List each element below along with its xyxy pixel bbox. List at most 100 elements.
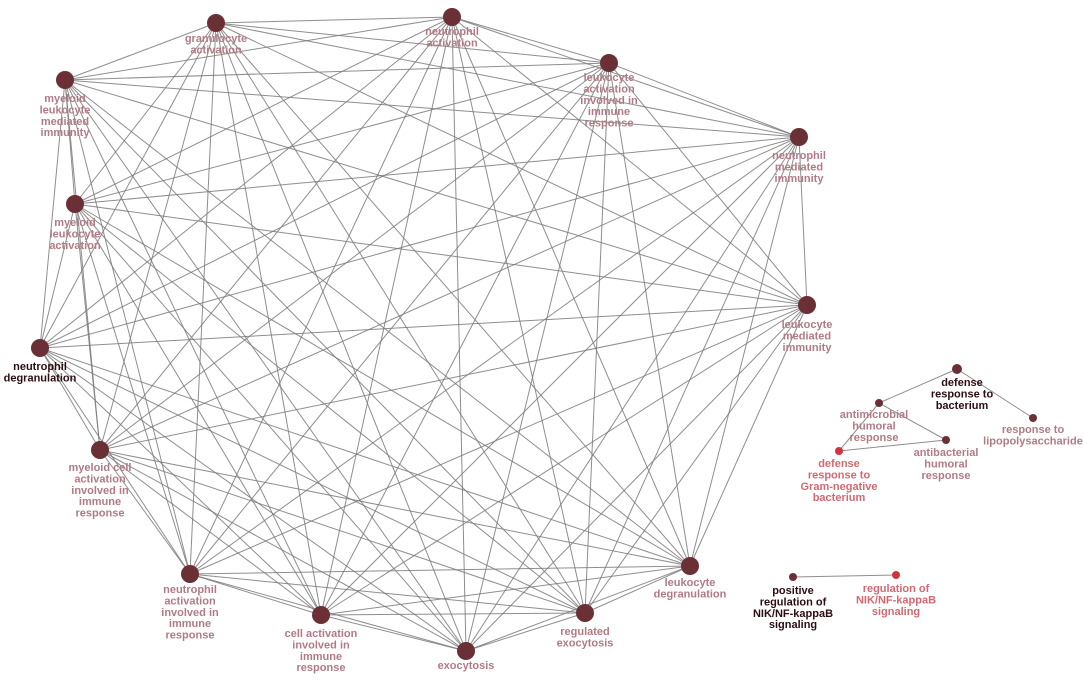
edge-granulocyte--myeloid-leukocyte-activation: [74, 22, 217, 205]
label-line: degranulation: [4, 372, 77, 384]
edge-leukocyte-degranulation--neutrophil-activation-immune: [189, 565, 691, 575]
edge-leukocyte-activation-immune--myeloid-leukocyte-immunity: [64, 62, 610, 81]
node-leukocyte-mediated-immunity: [798, 296, 816, 314]
edge-regulated-exocytosis--cell-activation-immune: [320, 612, 586, 616]
label-line: leukocyte: [50, 228, 101, 240]
edge-exocytosis--myeloid-leukocyte-activation: [74, 203, 467, 652]
label-line: involved in: [580, 95, 638, 107]
edge-granulocyte--cell-activation-immune: [215, 22, 322, 616]
node-regulation-nik: [892, 571, 900, 579]
label-line: involved in: [292, 639, 350, 651]
edge-granulocyte--leukocyte-degranulation: [215, 22, 691, 567]
edge-leukocyte-activation-immune--neutrophil-degranulation: [39, 62, 610, 349]
edge-neutrophil-mediated-immunity--myeloid-leukocyte-immunity: [64, 79, 800, 138]
edge-neutrophil-mediated-immunity--regulated-exocytosis: [584, 136, 800, 614]
label-line: neutrophil: [772, 150, 826, 162]
edge-leukocyte-mediated-immunity--myeloid-leukocyte-activation: [74, 203, 808, 306]
label-line: response: [585, 118, 634, 130]
edge-exocytosis--cell-activation-immune: [320, 614, 467, 652]
edge-layer: [39, 16, 1034, 652]
label-line: response to: [1002, 424, 1065, 436]
edge-leukocyte-mediated-immunity--myeloid-cell-activation-immune: [99, 304, 808, 451]
label-line: response: [850, 432, 899, 444]
edge-neutrophil-degranulation--myeloid-leukocyte-activation: [39, 203, 76, 349]
edge-leukocyte-activation-immune--leukocyte-degranulation: [608, 62, 691, 567]
edge-regulated-exocytosis--myeloid-cell-activation-immune: [99, 449, 586, 614]
label-line: activation: [164, 595, 216, 607]
node-leukocyte-activation-immune: [600, 54, 618, 72]
node-myeloid-cell-activation-immune: [91, 441, 109, 459]
edge-neutrophil-mediated-immunity--myeloid-leukocyte-activation: [74, 136, 800, 205]
edge-neutrophil-activation--neutrophil-mediated-immunity: [451, 16, 800, 138]
edge-leukocyte-mediated-immunity--exocytosis: [465, 304, 808, 652]
edge-neutrophil-mediated-immunity--exocytosis: [465, 136, 800, 652]
node-myeloid-leukocyte-activation: [66, 195, 84, 213]
edge-regulated-exocytosis--myeloid-leukocyte-activation: [74, 203, 586, 614]
label-line: response: [297, 662, 346, 674]
edge-leukocyte-degranulation--regulated-exocytosis: [584, 565, 691, 614]
label-line: immunity: [775, 173, 825, 185]
label-line: mediated: [783, 330, 831, 342]
edge-leukocyte-activation-immune--cell-activation-immune: [320, 62, 610, 616]
edge-leukocyte-degranulation--myeloid-leukocyte-immunity: [64, 79, 691, 567]
label-line: granulocyte: [185, 33, 247, 45]
label-line: myeloid: [54, 217, 96, 229]
edge-leukocyte-mediated-immunity--neutrophil-degranulation: [39, 304, 808, 349]
label-line: response to: [931, 388, 994, 400]
edge-exocytosis--myeloid-cell-activation-immune: [99, 449, 467, 652]
label-line: response: [76, 508, 125, 520]
label-line: myeloid cell: [69, 462, 132, 474]
label-line: defense: [941, 377, 983, 389]
edge-neutrophil-activation-immune--myeloid-leukocyte-immunity: [64, 79, 191, 575]
edge-neutrophil-activation--regulated-exocytosis: [451, 16, 586, 614]
edge-leukocyte-degranulation--myeloid-leukocyte-activation: [74, 203, 691, 567]
edge-neutrophil-activation--cell-activation-immune: [320, 16, 453, 616]
edge-leukocyte-degranulation--cell-activation-immune: [320, 565, 691, 616]
edge-antimicrobial-humoral--gram-negative: [838, 402, 880, 452]
label-line: signaling: [872, 606, 920, 618]
edge-cell-activation-immune--myeloid-leukocyte-immunity: [64, 79, 322, 616]
label-line: leukocyte: [782, 319, 833, 331]
edge-leukocyte-mediated-immunity--neutrophil-activation-immune: [189, 304, 808, 575]
label-line: myeloid: [44, 93, 86, 105]
label-line: immune: [588, 106, 630, 118]
label-line: activation: [583, 83, 635, 95]
label-line: activation: [426, 37, 478, 49]
label-line: activation: [190, 44, 242, 56]
edge-defense-bacterium--antimicrobial-humoral: [878, 368, 958, 404]
label-line: Gram-negative: [800, 481, 877, 493]
node-neutrophil-activation: [443, 8, 461, 26]
edge-neutrophil-activation--leukocyte-degranulation: [451, 16, 691, 567]
label-line: response to: [808, 469, 871, 481]
edge-leukocyte-mediated-immunity--myeloid-leukocyte-immunity: [64, 79, 808, 306]
label-line: NIK/NF-kappaB: [753, 608, 833, 620]
edge-neutrophil-activation-immune--myeloid-leukocyte-activation: [74, 203, 191, 575]
node-positive-nik: [789, 573, 797, 581]
edge-antimicrobial-humoral--antibacterial-humoral: [878, 402, 947, 441]
label-line: activation: [49, 240, 101, 252]
label-line: leukocyte: [584, 72, 635, 84]
edge-neutrophil-activation--exocytosis: [451, 16, 467, 652]
label-line: neutrophil: [425, 26, 479, 38]
edge-neutrophil-mediated-immunity--myeloid-cell-activation-immune: [99, 136, 800, 451]
label-line: exocytosis: [557, 637, 614, 649]
edge-neutrophil-mediated-immunity--leukocyte-mediated-immunity: [798, 136, 808, 306]
label-line: regulation of: [760, 596, 827, 608]
edge-myeloid-cell-activation-immune--myeloid-leukocyte-immunity: [64, 79, 101, 451]
label-line: exocytosis: [438, 660, 495, 672]
label-line: involved in: [71, 485, 129, 497]
label-line: antimicrobial: [840, 409, 908, 421]
